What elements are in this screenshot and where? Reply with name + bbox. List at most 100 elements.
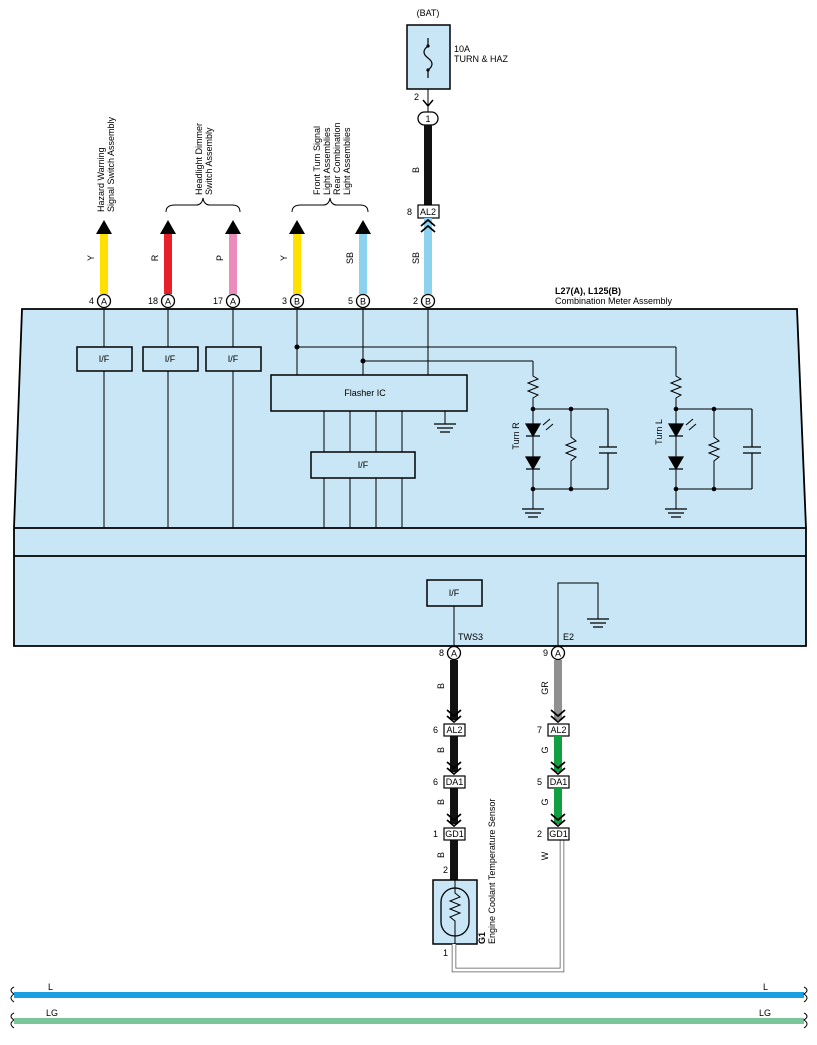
pin-number: 3 [282, 296, 287, 306]
connector-chevron-icon [422, 99, 434, 108]
e2-label: E2 [563, 632, 574, 642]
junction-connector-label: 1 [425, 114, 430, 124]
capacitor-icon [743, 409, 761, 489]
pin-number: 1 [433, 829, 438, 839]
pin-number: 18 [148, 296, 158, 306]
wire-arrow-icon [160, 220, 176, 234]
connector-letter: B [425, 297, 431, 307]
hazard-switch-label: Hazard Warning Signal Switch Assembly [96, 116, 116, 212]
if-block-4 [310, 451, 416, 479]
wire-color-label: Y [86, 255, 96, 261]
connector-name: DA1 [446, 777, 464, 787]
wire-arrow-icon [289, 220, 305, 234]
wire-color-label: Y [279, 255, 289, 261]
if-block-3 [205, 346, 262, 372]
resistor-icon [564, 409, 578, 489]
power-source-group: (BAT) 10A TURN & HAZ 2 1 B AL2 8 SB [406, 8, 509, 294]
connector-letter: A [451, 649, 457, 659]
break-symbol-icon [10, 1012, 15, 1029]
turn-r-indicator: Turn R [511, 372, 617, 518]
turn-lamps-brace [291, 197, 369, 213]
connector-name: AL2 [446, 725, 462, 735]
connector-chevron-icon [550, 813, 566, 828]
connector-chevron-icon [446, 709, 462, 724]
break-symbol-icon [10, 986, 15, 1003]
sensor-name: Engine Coolant Temperature Sensor [487, 799, 497, 944]
wire-arrow-icon [355, 220, 371, 234]
ground-icon [587, 618, 609, 628]
resistor-icon [669, 372, 683, 409]
splice-connector-gd1 [547, 827, 570, 841]
sensor-pin: 1 [443, 948, 448, 958]
connector-name: DA1 [550, 777, 568, 787]
fuse-rating: 10A [454, 44, 470, 54]
turn-l-label: Turn L [654, 419, 664, 445]
pin-number: 9 [543, 648, 548, 658]
break-symbol-icon [803, 1012, 808, 1029]
al2-connector-label: AL2 [420, 207, 436, 217]
lower-right-harness: A 9 GR AL2 7 G DA1 5 G GD1 2 W [537, 645, 570, 860]
capacitor-icon [599, 409, 617, 489]
if-label: I/F [165, 354, 176, 364]
light-rays-icon [542, 418, 554, 431]
wire-color-label: B [436, 799, 446, 805]
meter-name: Combination Meter Assembly [555, 296, 673, 306]
connector-name: AL2 [550, 725, 566, 735]
pin-connector-a [160, 293, 176, 309]
bus-label: LG [759, 1008, 771, 1018]
pin-number: 2 [537, 829, 542, 839]
fuse-icon [423, 38, 433, 78]
pin-connector-a [225, 293, 241, 309]
fuse-pin: 2 [414, 92, 419, 102]
pin-number: 8 [439, 648, 444, 658]
connector-letter: A [101, 297, 107, 307]
connector-letter: A [230, 297, 236, 307]
splice-dot-icon [294, 344, 300, 350]
dimmer-brace [165, 197, 241, 213]
fuse-box [406, 24, 451, 90]
fuse-terminal-icon [426, 68, 430, 72]
fuse-terminal-icon [426, 44, 430, 48]
flasher-label: Flasher IC [344, 388, 386, 398]
break-symbol-icon [803, 986, 808, 1003]
resistor-icon [448, 880, 462, 944]
splice-dot-icon [530, 486, 536, 492]
wire-arrow-icon [96, 220, 112, 234]
pin-connector-a [446, 645, 462, 661]
wire-color-label: B [436, 747, 446, 753]
connector-chevron-icon [550, 761, 566, 776]
pin-number: 6 [433, 777, 438, 787]
turn-l-indicator: Turn L [654, 372, 761, 518]
pin-number: 17 [213, 296, 223, 306]
wire-color-label: B [436, 683, 446, 689]
connector-chevron-icon [446, 813, 462, 828]
destination-labels: Hazard Warning Signal Switch Assembly He… [96, 116, 369, 213]
connector-chevron-icon [446, 761, 462, 776]
pin-connector-b [289, 293, 305, 309]
turn-r-label: Turn R [511, 422, 521, 450]
connector-chevron-icon [550, 709, 566, 724]
wire-color-label: G [540, 746, 550, 753]
pin-number: 2 [413, 296, 418, 306]
resistor-icon [526, 372, 540, 409]
ground-icon [665, 508, 687, 518]
if-block-2 [142, 346, 199, 372]
pin-number: 6 [433, 725, 438, 735]
wire-color-label: P [215, 255, 225, 261]
sensor-id: G1 [477, 932, 487, 944]
battery-label: (BAT) [417, 8, 440, 18]
ground-icon [522, 508, 544, 518]
top-wires: YA4HAZRA18BPA17BYB3LLSBB5LRB2B [86, 220, 438, 324]
flasher-ic [270, 374, 468, 412]
bus-label: LG [46, 1008, 58, 1018]
pin-connector-b [420, 293, 436, 309]
pin-connector-a [550, 645, 566, 661]
connector-name: GD1 [549, 829, 568, 839]
resistor-icon [707, 409, 721, 489]
bus-label: L [48, 982, 53, 992]
wire-color-label: R [150, 254, 160, 261]
wire-color-label: W [540, 851, 550, 860]
pin-connector-a [96, 293, 112, 309]
al2-pin: 8 [407, 207, 412, 217]
